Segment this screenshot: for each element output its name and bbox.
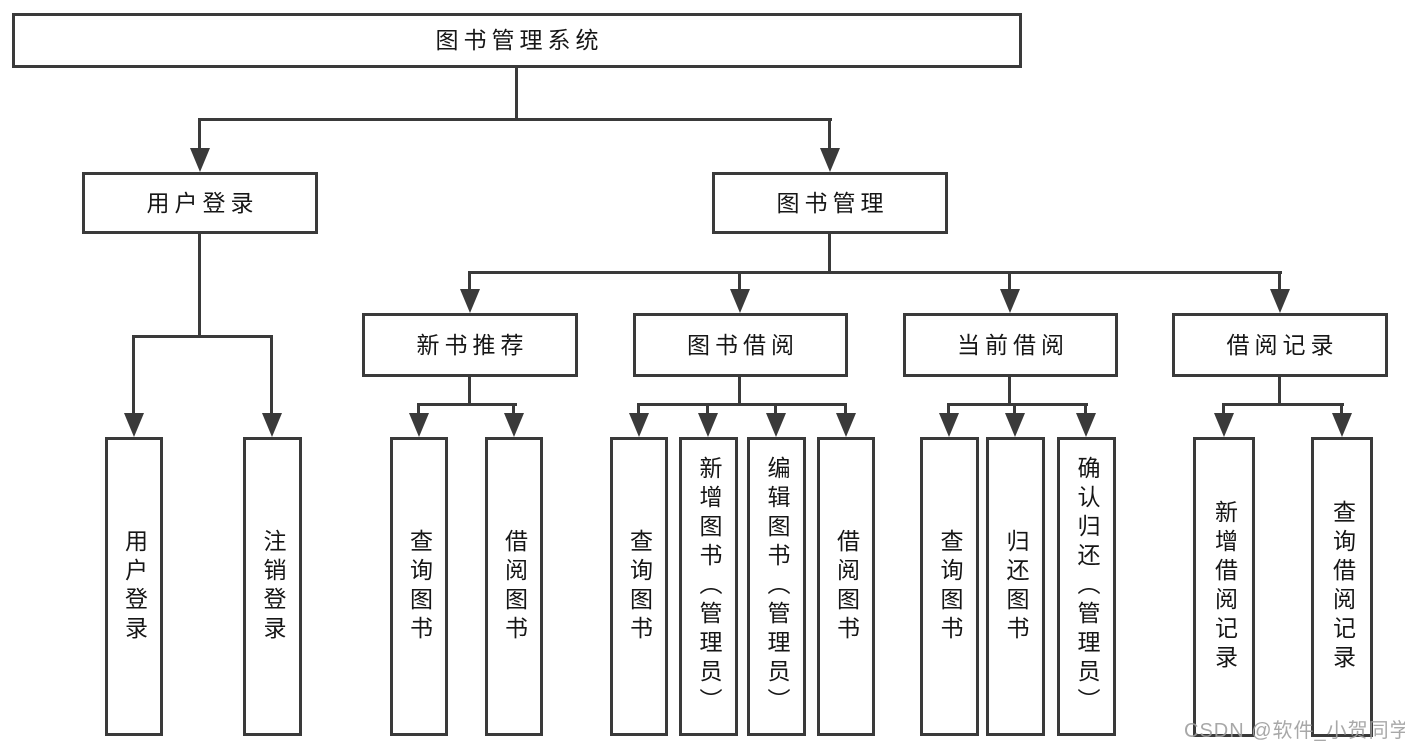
arrow-down-icon xyxy=(124,413,144,437)
connector-vline xyxy=(1008,377,1011,406)
connector-hline xyxy=(198,118,832,121)
arrow-down-icon xyxy=(1270,289,1290,313)
arrow-down-icon xyxy=(698,413,718,437)
connector-vline xyxy=(1340,403,1343,415)
connector-hline xyxy=(132,335,273,338)
arrow-down-icon xyxy=(190,148,210,172)
leaf-current-query: 查询图书 xyxy=(920,437,979,736)
arrow-down-icon xyxy=(1214,413,1234,437)
leaf-borrow-borrow: 借阅图书 xyxy=(817,437,875,736)
connector-vline xyxy=(1084,403,1087,415)
node-user-login: 用户登录 xyxy=(82,172,318,234)
leaf-user-login: 用户登录 xyxy=(105,437,163,736)
node-borrow-record: 借阅记录 xyxy=(1172,313,1388,377)
connector-vline xyxy=(828,118,831,150)
connector-hline xyxy=(637,403,846,406)
leaf-borrow-add: 新增图书（管理员） xyxy=(679,437,738,736)
connector-vline xyxy=(637,403,640,415)
connector-vline xyxy=(198,118,201,150)
connector-vline xyxy=(738,271,741,291)
arrow-down-icon xyxy=(504,413,524,437)
connector-vline xyxy=(1278,377,1281,406)
leaf-logout: 注销登录 xyxy=(243,437,302,736)
connector-vline xyxy=(515,68,518,121)
connector-vline xyxy=(417,403,420,415)
arrow-down-icon xyxy=(262,413,282,437)
connector-hline xyxy=(1222,403,1344,406)
connector-vline xyxy=(828,234,831,273)
leaf-borrow-query: 查询图书 xyxy=(610,437,668,736)
connector-vline xyxy=(738,377,741,406)
arrow-down-icon xyxy=(460,289,480,313)
connector-vline xyxy=(1013,403,1016,415)
arrow-down-icon xyxy=(820,148,840,172)
connector-vline xyxy=(947,403,950,415)
arrow-down-icon xyxy=(629,413,649,437)
arrow-down-icon xyxy=(836,413,856,437)
connector-vline xyxy=(468,377,471,406)
leaf-newbook-borrow: 借阅图书 xyxy=(485,437,543,736)
leaf-current-return: 归还图书 xyxy=(986,437,1045,736)
node-new-book-recommend: 新书推荐 xyxy=(362,313,578,377)
connector-vline xyxy=(774,403,777,415)
connector-hline xyxy=(947,403,1088,406)
connector-hline xyxy=(417,403,517,406)
connector-vline xyxy=(706,403,709,415)
arrow-down-icon xyxy=(1000,289,1020,313)
arrow-down-icon xyxy=(1005,413,1025,437)
connector-vline xyxy=(844,403,847,415)
connector-vline xyxy=(512,403,515,415)
connector-vline xyxy=(1278,271,1281,291)
leaf-record-add: 新增借阅记录 xyxy=(1193,437,1255,737)
csdn-watermark: CSDN @软件_小贺同学 xyxy=(1184,720,1405,742)
node-current-borrow: 当前借阅 xyxy=(903,313,1118,377)
arrow-down-icon xyxy=(939,413,959,437)
node-library-system: 图书管理系统 xyxy=(12,13,1022,68)
connector-hline xyxy=(468,271,1282,274)
connector-vline xyxy=(198,234,201,337)
connector-vline xyxy=(1008,271,1011,291)
leaf-current-confirm: 确认归还（管理员） xyxy=(1057,437,1116,736)
node-book-management: 图书管理 xyxy=(712,172,948,234)
leaf-newbook-query: 查询图书 xyxy=(390,437,448,736)
connector-vline xyxy=(270,335,273,415)
connector-vline xyxy=(1222,403,1225,415)
connector-vline xyxy=(132,335,135,415)
arrow-down-icon xyxy=(1332,413,1352,437)
arrow-down-icon xyxy=(409,413,429,437)
connector-vline xyxy=(468,271,471,291)
arrow-down-icon xyxy=(730,289,750,313)
arrow-down-icon xyxy=(1076,413,1096,437)
node-book-borrow: 图书借阅 xyxy=(633,313,848,377)
leaf-record-query: 查询借阅记录 xyxy=(1311,437,1373,737)
arrow-down-icon xyxy=(766,413,786,437)
leaf-borrow-edit: 编辑图书（管理员） xyxy=(747,437,806,736)
